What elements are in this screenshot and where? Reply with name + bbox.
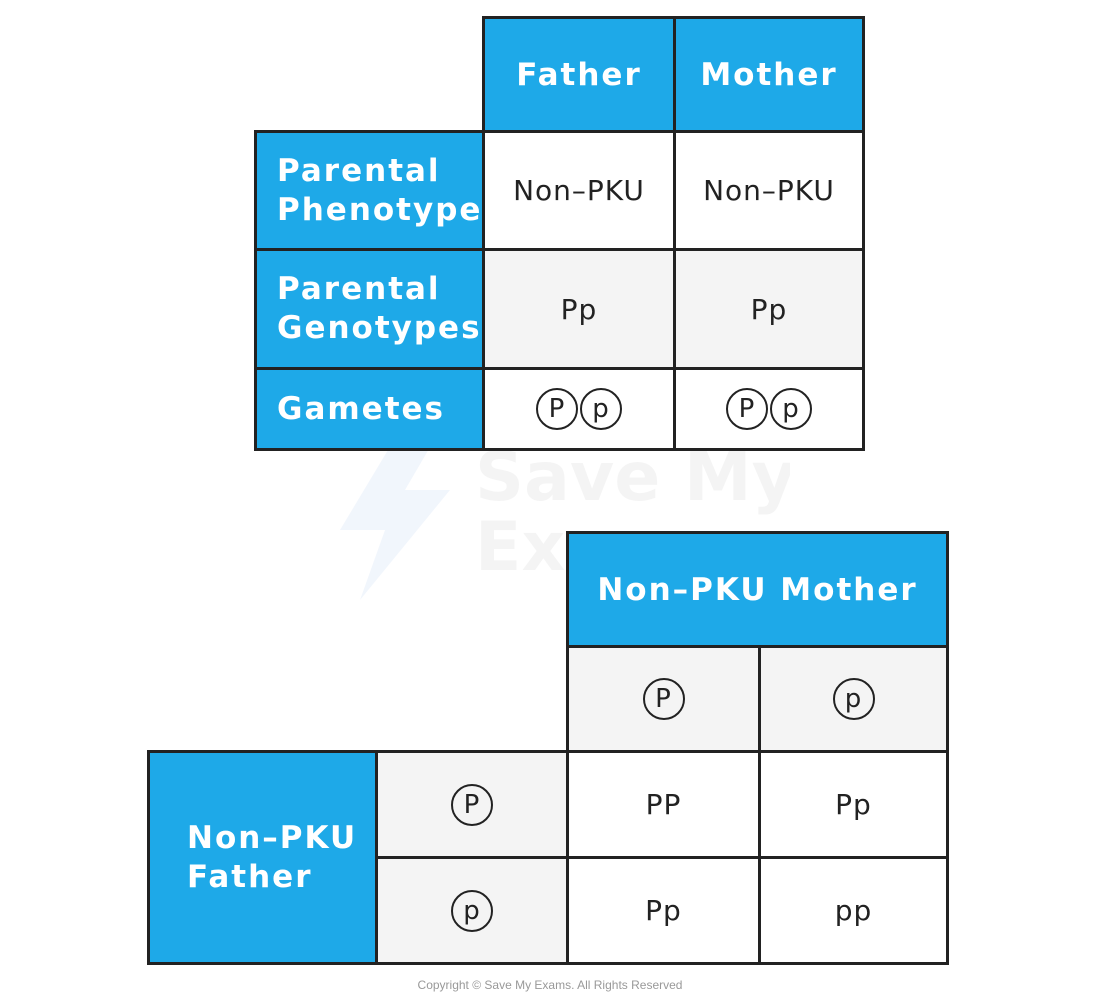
mother-gamete-P: P bbox=[642, 678, 685, 720]
father-header: Non–PKU Father bbox=[147, 750, 378, 965]
father-gamete-p: p bbox=[451, 889, 493, 932]
father-column-header: Father bbox=[482, 16, 676, 133]
offspring-PP: PP bbox=[566, 750, 761, 859]
father-gamete-cell-1: P bbox=[375, 750, 569, 859]
mother-gamete-cell-2: p bbox=[758, 645, 949, 753]
mother-header-text: Mother bbox=[700, 56, 838, 93]
parental-phenotypes-label: Parental Phenotypes bbox=[254, 130, 501, 251]
mother-genotype: Pp bbox=[673, 248, 865, 370]
mother-phenotype: Non–PKU bbox=[673, 130, 865, 251]
father-genotype: Pp bbox=[482, 248, 676, 370]
watermark-line1: Save My bbox=[475, 438, 790, 517]
father-gamete-cell-2: p bbox=[375, 856, 569, 965]
mother-gamete-recessive: p bbox=[770, 388, 812, 430]
mother-gamete-dominant: P bbox=[726, 388, 768, 430]
gametes-label: Gametes bbox=[254, 367, 485, 451]
offspring-pp: pp bbox=[758, 856, 949, 965]
copyright-notice: Copyright © Save My Exams. All Rights Re… bbox=[417, 978, 683, 992]
parental-genotypes-label: Parental Genotypes bbox=[254, 248, 485, 370]
offspring-Pp-2: Pp bbox=[566, 856, 761, 965]
father-phenotype: Non–PKU bbox=[482, 130, 676, 251]
offspring-Pp-1: Pp bbox=[758, 750, 949, 859]
mother-column-header: Mother bbox=[673, 16, 865, 133]
father-gamete-recessive: p bbox=[580, 388, 622, 430]
father-header-text: Father bbox=[516, 56, 642, 93]
father-gamete-P: P bbox=[451, 783, 493, 826]
mother-header: Non–PKU Mother bbox=[566, 531, 949, 648]
father-gamete-dominant: P bbox=[536, 388, 578, 430]
mother-gamete-cell-1: P bbox=[566, 645, 761, 753]
mother-gamete-p: p bbox=[832, 678, 875, 720]
